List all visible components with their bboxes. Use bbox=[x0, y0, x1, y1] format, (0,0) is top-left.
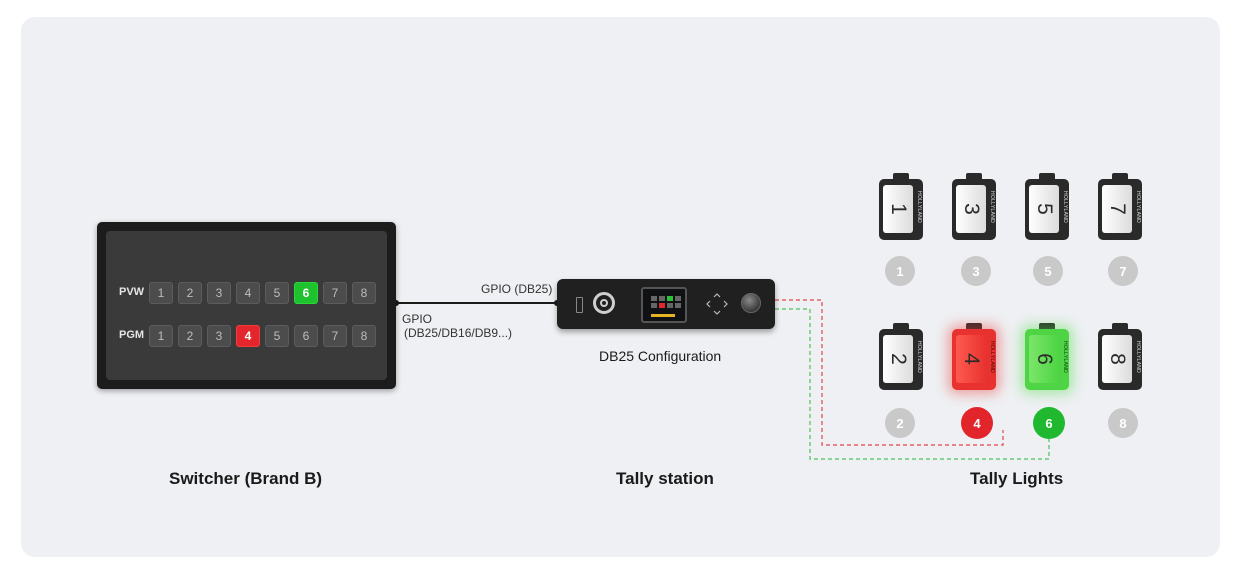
tally-face bbox=[1029, 335, 1059, 383]
tally-face bbox=[883, 185, 913, 233]
pvw-key-1[interactable]: 1 bbox=[149, 282, 173, 304]
tally-brand-label: HOLLYLAND bbox=[1135, 341, 1141, 374]
tally-brand-label: HOLLYLAND bbox=[989, 341, 995, 374]
tally-id-badge-8: 8 bbox=[1108, 408, 1138, 438]
pgm-key-8[interactable]: 8 bbox=[352, 325, 376, 347]
usb-port-icon bbox=[576, 297, 583, 313]
tally-mount bbox=[1112, 323, 1128, 330]
config-label: DB25 Configuration bbox=[599, 348, 722, 364]
tally-brand-label: HOLLYLAND bbox=[1135, 191, 1141, 224]
tally-mount bbox=[966, 323, 982, 330]
pvw-label: PVW bbox=[119, 286, 145, 298]
station-screen bbox=[641, 287, 687, 323]
pgm-key-5[interactable]: 5 bbox=[265, 325, 289, 347]
tally-mount bbox=[1039, 323, 1055, 330]
station-gpio-label: GPIO (DB25) bbox=[481, 282, 553, 296]
tally-id-badge-1: 1 bbox=[885, 256, 915, 286]
tally-id-badge-7: 7 bbox=[1108, 256, 1138, 286]
pvw-key-4[interactable]: 4 bbox=[236, 282, 260, 304]
tally-id-badge-5: 5 bbox=[1033, 256, 1063, 286]
pvw-key-7[interactable]: 7 bbox=[323, 282, 347, 304]
pgm-label: PGM bbox=[119, 329, 145, 341]
screen-grid bbox=[651, 296, 681, 308]
tally-brand-label: HOLLYLAND bbox=[1062, 341, 1068, 374]
tally-face bbox=[1102, 185, 1132, 233]
switcher-title: Switcher (Brand B) bbox=[169, 469, 323, 488]
station-title: Tally station bbox=[616, 469, 714, 488]
red-tally-wire bbox=[775, 299, 1004, 446]
tally-brand-label: HOLLYLAND bbox=[989, 191, 995, 224]
navigation-pad-icon bbox=[706, 293, 728, 315]
pgm-key-2[interactable]: 2 bbox=[178, 325, 202, 347]
pvw-key-6[interactable]: 6 bbox=[294, 282, 318, 304]
tally-mount bbox=[1112, 173, 1128, 180]
pgm-key-4[interactable]: 4 bbox=[236, 325, 260, 347]
pgm-key-3[interactable]: 3 bbox=[207, 325, 231, 347]
pgm-key-6[interactable]: 6 bbox=[294, 325, 318, 347]
tally-mount bbox=[893, 173, 909, 180]
pgm-key-1[interactable]: 1 bbox=[149, 325, 173, 347]
gpio-label-line2: (DB25/DB16/DB9...) bbox=[404, 326, 513, 340]
pvw-key-5[interactable]: 5 bbox=[265, 282, 289, 304]
pvw-key-2[interactable]: 2 bbox=[178, 282, 202, 304]
tally-brand-label: HOLLYLAND bbox=[916, 191, 922, 224]
tally-face bbox=[1029, 185, 1059, 233]
tally-face bbox=[1102, 335, 1132, 383]
tally-face bbox=[883, 335, 913, 383]
tally-id-badge-6: 6 bbox=[1033, 407, 1065, 439]
tally-face bbox=[956, 185, 986, 233]
switcher-gpio-label: GPIO (DB25/DB16/DB9...) bbox=[402, 312, 512, 340]
tally-title: Tally Lights bbox=[970, 469, 1064, 488]
pvw-key-8[interactable]: 8 bbox=[352, 282, 376, 304]
tally-id-badge-3: 3 bbox=[961, 256, 991, 286]
tally-id-badge-2: 2 bbox=[885, 408, 915, 438]
screen-status-bar bbox=[651, 314, 675, 317]
pvw-key-3[interactable]: 3 bbox=[207, 282, 231, 304]
rotary-knob-icon bbox=[741, 293, 761, 313]
green-tally-wire bbox=[775, 308, 1050, 460]
tally-face bbox=[956, 335, 986, 383]
tally-brand-label: HOLLYLAND bbox=[916, 341, 922, 374]
tally-brand-label: HOLLYLAND bbox=[1062, 191, 1068, 224]
tally-id-badge-4: 4 bbox=[961, 407, 993, 439]
tally-mount bbox=[1039, 173, 1055, 180]
gpio-label-line1: GPIO bbox=[402, 312, 433, 326]
pgm-key-7[interactable]: 7 bbox=[323, 325, 347, 347]
tally-station-device bbox=[557, 279, 775, 329]
tally-mount bbox=[966, 173, 982, 180]
hollyland-logo-icon bbox=[593, 292, 615, 314]
tally-mount bbox=[893, 323, 909, 330]
